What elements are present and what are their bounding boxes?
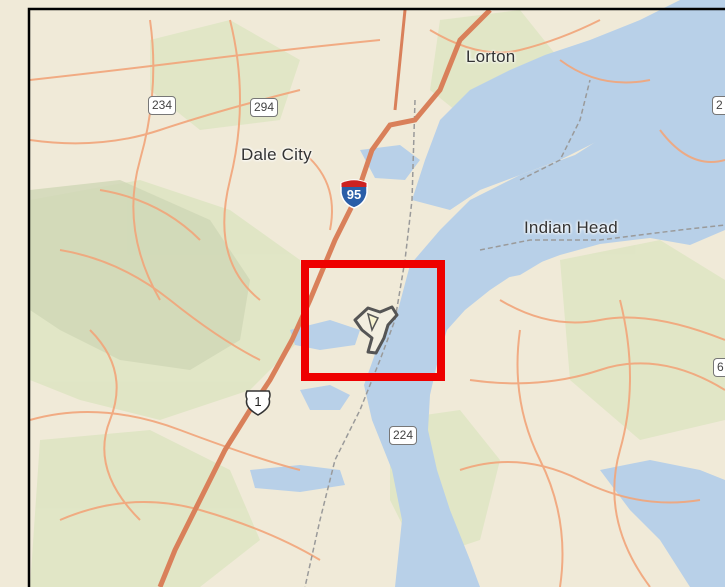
highway-route: [157, 8, 492, 587]
route-shield-294: 294: [250, 98, 279, 117]
red-square-outline-icon: [301, 260, 445, 381]
route-shield-edge-6: 6: [713, 358, 725, 377]
map-border: [27, 7, 725, 587]
place-label-dale-city: Dale City: [241, 145, 312, 164]
rail-lines: [304, 79, 725, 587]
highway-secondary: [393, 9, 407, 111]
us-route-shield-icon: 1: [243, 389, 273, 417]
route-shield-224: 224: [389, 426, 418, 445]
water-bodies: [250, 0, 725, 587]
route-shield-edge-2: 2: [712, 96, 725, 115]
park-area: [30, 180, 250, 370]
us-route-shield-label: 1: [254, 394, 262, 409]
place-label-lorton: Lorton: [466, 47, 516, 66]
route-shield-234: 234: [148, 96, 177, 115]
interstate-shield-icon: 95: [339, 177, 369, 209]
outlined-area-marker-icon: [353, 305, 399, 355]
interstate-shield-label: 95: [346, 187, 362, 202]
place-label-indian-head: Indian Head: [524, 218, 618, 237]
